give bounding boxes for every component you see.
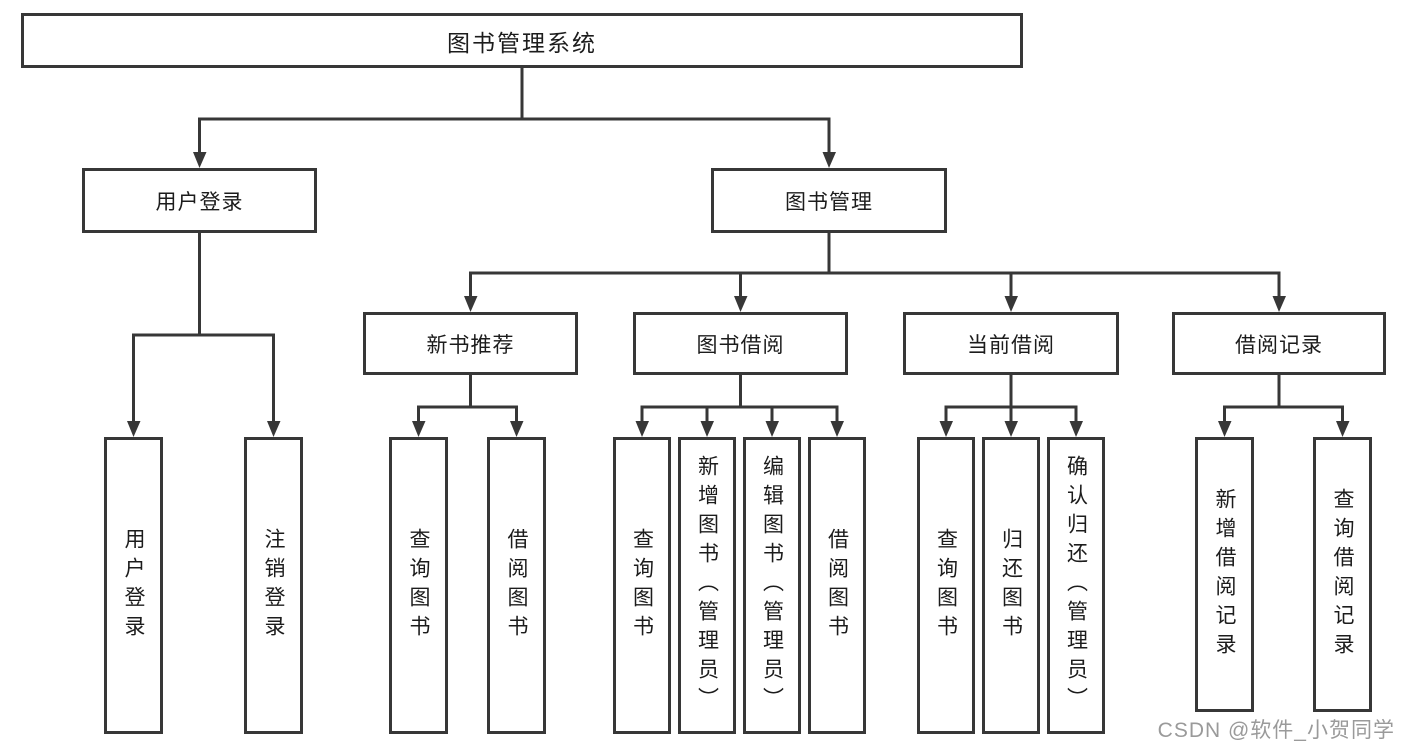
leaf-edit-books-admin: 编辑图书（管理员） — [743, 437, 801, 734]
arrow-down-icon — [127, 421, 141, 437]
arrow-down-icon — [734, 296, 748, 312]
leaf-confirm-return-admin: 确认归还（管理员） — [1047, 437, 1105, 734]
node-label: 查询图书 — [407, 527, 430, 644]
leaf-borrow-books-borrowing: 借阅图书 — [808, 437, 866, 734]
connector-newbook-to-children — [417, 373, 518, 425]
node-book-management: 图书管理 — [711, 168, 947, 233]
leaf-borrow-books-newbook: 借阅图书 — [487, 437, 546, 734]
arrow-down-icon — [267, 421, 281, 437]
arrow-down-icon — [1218, 421, 1232, 437]
connector-root-to-level2 — [198, 66, 831, 156]
leaf-query-books-current: 查询图书 — [917, 437, 975, 734]
node-label: 图书借阅 — [696, 333, 785, 357]
leaf-query-books-borrowing: 查询图书 — [613, 437, 671, 734]
leaf-return-books: 归还图书 — [982, 437, 1040, 734]
connector-bookborrow-to-children — [640, 373, 839, 425]
node-label: 查询借阅记录 — [1331, 487, 1354, 662]
node-label: 新增借阅记录 — [1213, 487, 1236, 662]
arrow-down-icon — [1336, 421, 1350, 437]
node-label: 注销登录 — [262, 527, 285, 644]
csdn-watermark: CSDN @软件_小贺同学 — [1157, 719, 1395, 742]
arrow-down-icon — [635, 421, 649, 437]
arrow-down-icon — [193, 152, 207, 168]
connector-currentborrow-to-children — [944, 373, 1078, 425]
node-label: 新增图书（管理员） — [695, 455, 719, 716]
leaf-add-borrow-record: 新增借阅记录 — [1195, 437, 1254, 712]
node-user-login: 用户登录 — [82, 168, 317, 233]
arrow-down-icon — [830, 421, 844, 437]
arrow-down-icon — [1004, 421, 1018, 437]
node-label: 查询图书 — [934, 527, 958, 644]
node-label: 新书推荐 — [426, 333, 515, 357]
arrow-down-icon — [939, 421, 953, 437]
node-new-book-recommend: 新书推荐 — [363, 312, 578, 375]
node-label: 归还图书 — [999, 527, 1023, 644]
leaf-query-books-newbook: 查询图书 — [389, 437, 448, 734]
arrow-down-icon — [765, 421, 779, 437]
node-label: 图书管理 — [785, 190, 873, 214]
node-label: 借阅图书 — [505, 527, 528, 644]
connector-bookmgmt-to-level3 — [469, 231, 1281, 300]
node-label: 图书管理系统 — [447, 29, 597, 56]
node-current-borrowing: 当前借阅 — [903, 312, 1119, 375]
leaf-add-books-admin: 新增图书（管理员） — [678, 437, 736, 734]
connector-borrowrecord-to-children — [1223, 373, 1344, 425]
arrow-down-icon — [822, 152, 836, 168]
arrow-down-icon — [1004, 296, 1018, 312]
node-label: 用户登录 — [155, 190, 244, 214]
node-label: 确认归还（管理员） — [1064, 455, 1088, 716]
node-label: 当前借阅 — [967, 333, 1055, 357]
node-book-borrowing: 图书借阅 — [633, 312, 848, 375]
arrow-down-icon — [464, 296, 478, 312]
node-label: 借阅图书 — [825, 527, 849, 644]
leaf-logout: 注销登录 — [244, 437, 303, 734]
node-label: 用户登录 — [122, 527, 145, 644]
leaf-query-borrow-record: 查询借阅记录 — [1313, 437, 1372, 712]
arrow-down-icon — [1272, 296, 1286, 312]
arrow-down-icon — [700, 421, 714, 437]
arrow-down-icon — [1069, 421, 1083, 437]
leaf-user-login: 用户登录 — [104, 437, 163, 734]
arrow-down-icon — [412, 421, 426, 437]
node-library-management-system: 图书管理系统 — [21, 13, 1023, 68]
connector-userlogin-to-children — [132, 231, 275, 425]
node-label: 借阅记录 — [1235, 333, 1323, 357]
arrow-down-icon — [510, 421, 524, 437]
node-borrowing-records: 借阅记录 — [1172, 312, 1386, 375]
node-label: 编辑图书（管理员） — [760, 455, 784, 716]
node-label: 查询图书 — [630, 527, 654, 644]
